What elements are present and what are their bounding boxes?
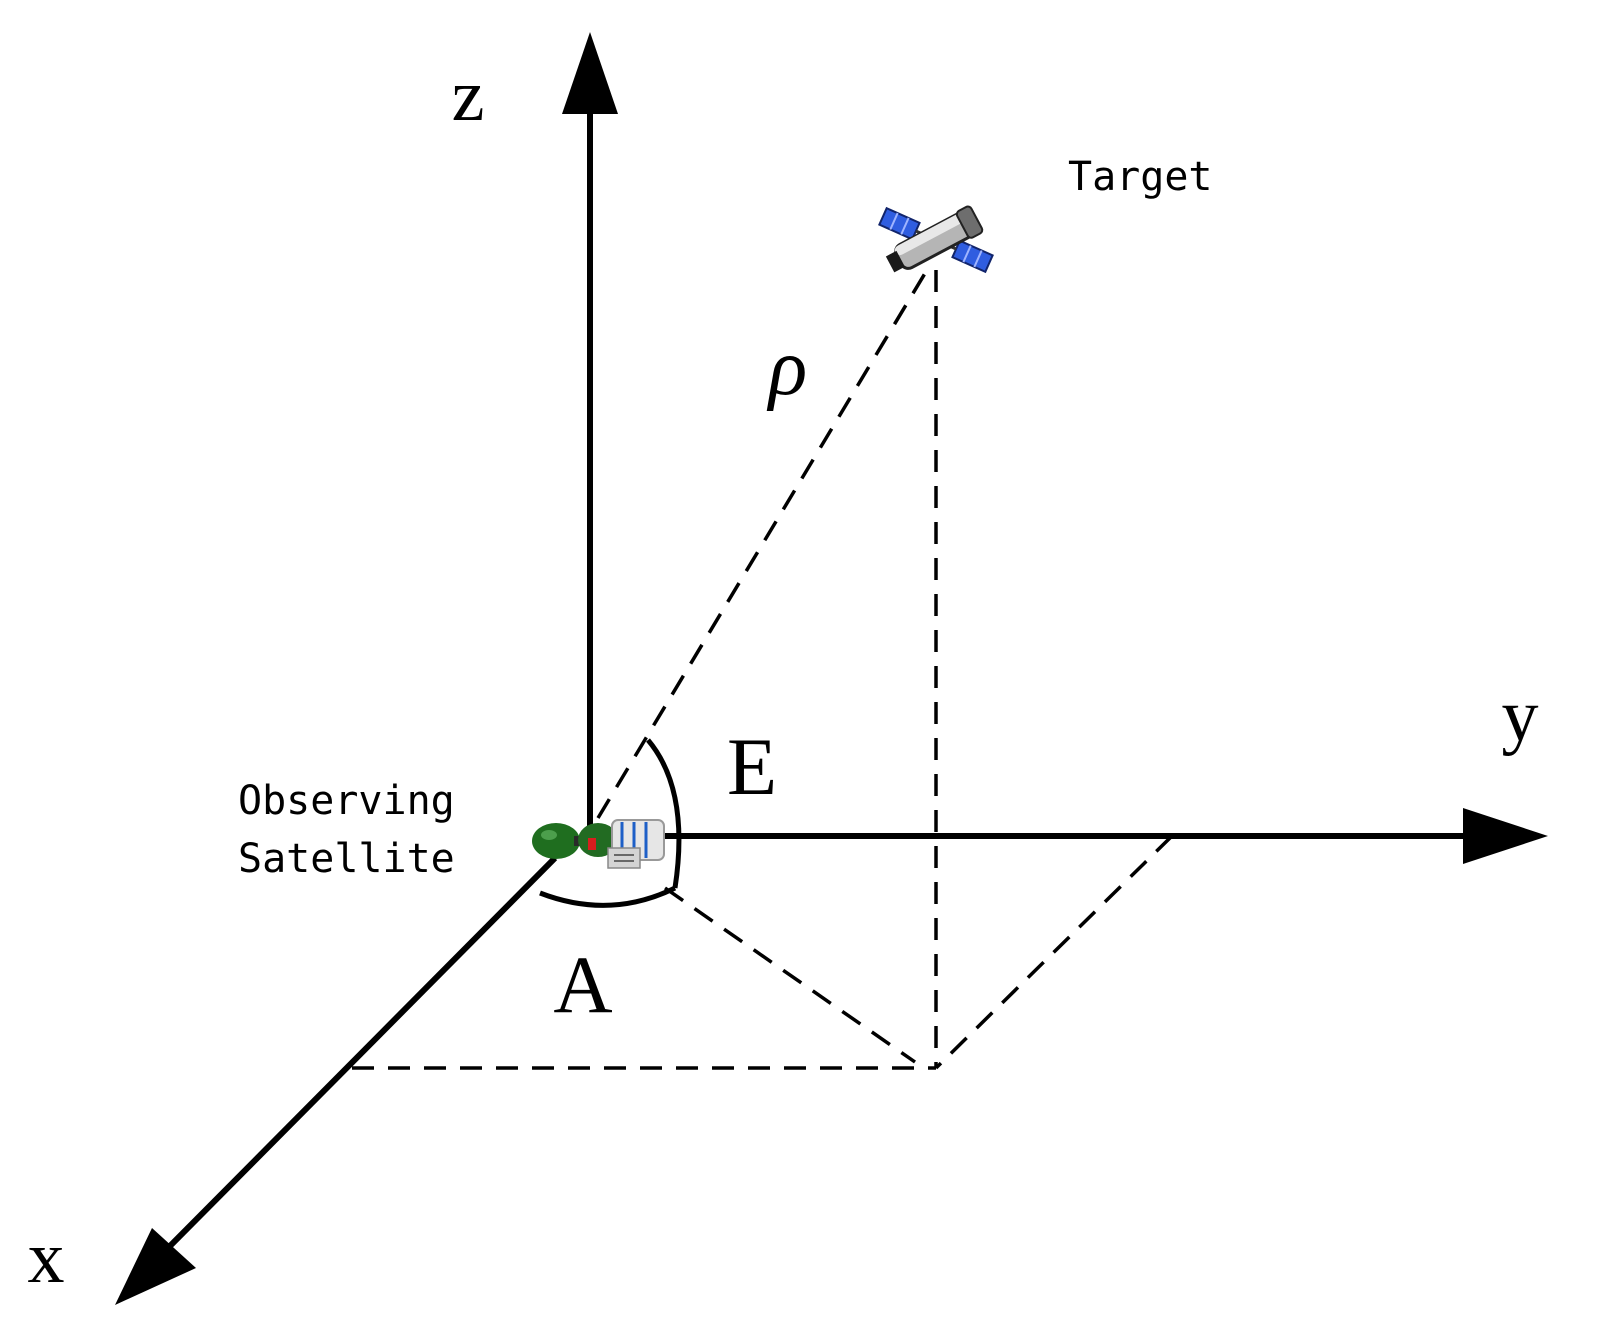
observer-label-line2: Satellite [238, 836, 455, 882]
z-axis-arrowhead [562, 32, 618, 114]
elevation-angle-arc [646, 738, 682, 889]
observer-label-line1: Observing [238, 778, 455, 824]
z-axis-label: z [452, 55, 485, 137]
target-satellite-icon [878, 205, 994, 274]
azimuth-angle-arc [539, 885, 677, 908]
azimuth-angle-label: A [553, 939, 612, 1030]
y-axis [590, 808, 1548, 864]
y-axis-arrowhead [1463, 808, 1548, 864]
x-axis-arrowhead [115, 1228, 196, 1305]
x-axis [115, 855, 558, 1305]
target-label: Target [1068, 154, 1213, 200]
observing-satellite-icon [532, 819, 665, 869]
z-axis [562, 32, 618, 836]
y-axis-label: y [1502, 675, 1539, 757]
ground-projection-line [664, 886, 916, 1064]
elevation-angle-label: E [727, 721, 777, 812]
x-parallel-line [934, 834, 1174, 1070]
range-label: ρ [766, 324, 807, 412]
x-axis-label: x [28, 1217, 65, 1299]
